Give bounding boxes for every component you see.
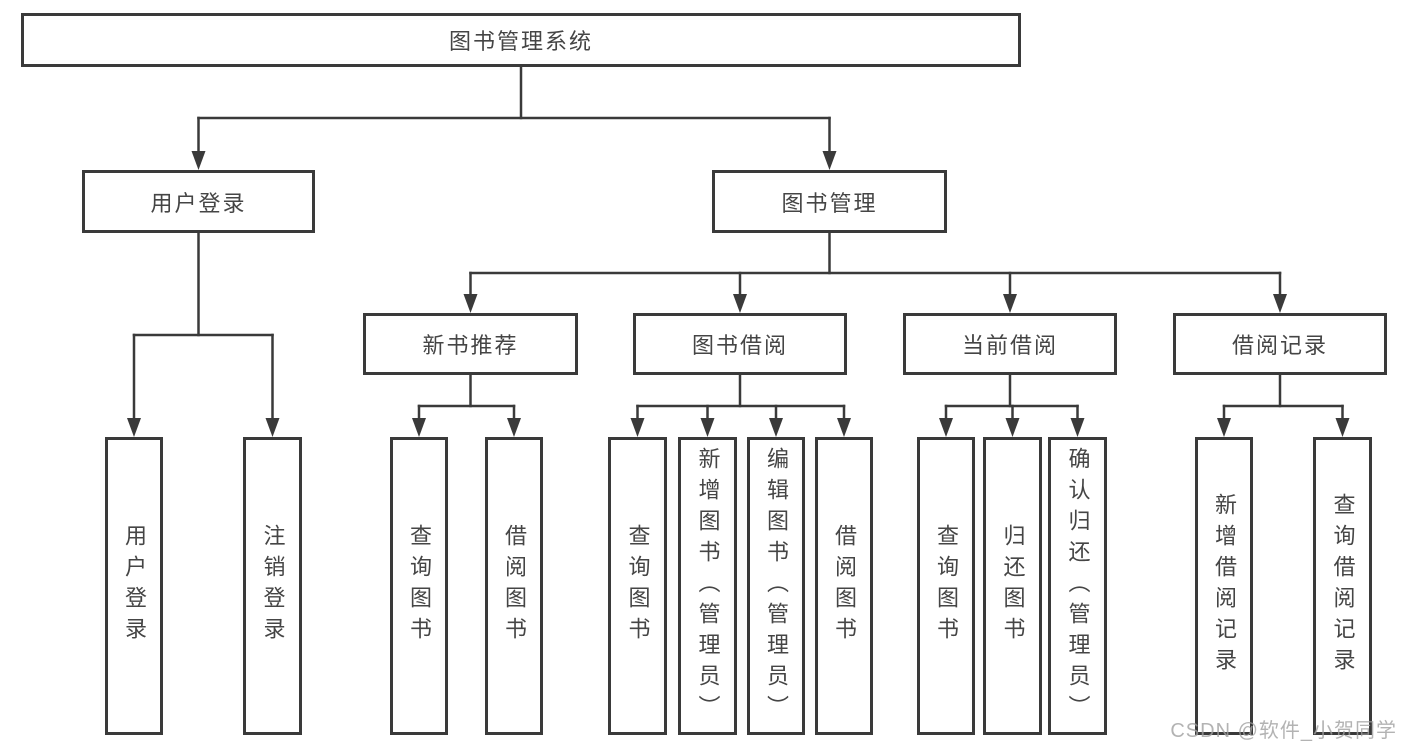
node-label: 图书借阅 — [691, 333, 788, 358]
node-label: 查询图书 — [934, 524, 959, 648]
node-label: 新增借阅记录 — [1212, 493, 1237, 679]
node-user-login: 用户登录 — [82, 170, 315, 233]
node-label: 新书推荐 — [422, 333, 519, 358]
node-leaf-borrow-books-1: 借阅图书 — [485, 437, 543, 735]
node-label: 借阅图书 — [502, 524, 527, 648]
node-label: 借阅记录 — [1231, 333, 1328, 358]
node-leaf-query-books-2: 查询图书 — [608, 437, 667, 735]
node-label: 当前借阅 — [961, 333, 1058, 358]
node-library-management-system: 图书管理系统 — [21, 13, 1021, 67]
node-leaf-return-book: 归还图书 — [983, 437, 1042, 735]
node-label: 图书管理系统 — [448, 29, 593, 54]
node-new-book-recommendation: 新书推荐 — [363, 313, 578, 375]
node-label: 借阅图书 — [832, 524, 857, 648]
node-book-borrowing: 图书借阅 — [633, 313, 847, 375]
node-leaf-add-book-admin: 新增图书（管理员） — [678, 437, 737, 735]
node-label: 编辑图书（管理员） — [764, 446, 789, 726]
node-leaf-confirm-return-admin: 确认归还（管理员） — [1048, 437, 1107, 735]
node-label: 归还图书 — [1000, 524, 1026, 648]
node-leaf-query-books-1: 查询图书 — [390, 437, 448, 735]
node-label: 注销登录 — [260, 524, 286, 648]
node-leaf-add-borrow-record: 新增借阅记录 — [1195, 437, 1253, 735]
node-current-borrowing: 当前借阅 — [903, 313, 1117, 375]
node-book-management: 图书管理 — [712, 170, 947, 233]
node-label: 图书管理 — [781, 190, 878, 216]
node-leaf-edit-book-admin: 编辑图书（管理员） — [747, 437, 805, 735]
node-leaf-user-login: 用户登录 — [105, 437, 163, 735]
node-leaf-query-borrow-record: 查询借阅记录 — [1313, 437, 1372, 735]
node-label: 确认归还（管理员） — [1065, 446, 1091, 726]
node-label: 用户登录 — [150, 190, 247, 216]
node-label: 查询借阅记录 — [1330, 493, 1356, 679]
node-label: 新增图书（管理员） — [695, 446, 721, 726]
watermark: CSDN @软件_小贺同学 — [1170, 720, 1397, 742]
node-label: 用户登录 — [122, 524, 147, 648]
node-leaf-query-books-3: 查询图书 — [917, 437, 975, 735]
node-leaf-logout: 注销登录 — [243, 437, 302, 735]
node-leaf-borrow-books-2: 借阅图书 — [815, 437, 873, 735]
node-label: 查询图书 — [407, 524, 432, 648]
node-borrowing-records: 借阅记录 — [1173, 313, 1387, 375]
node-label: 查询图书 — [625, 524, 651, 648]
